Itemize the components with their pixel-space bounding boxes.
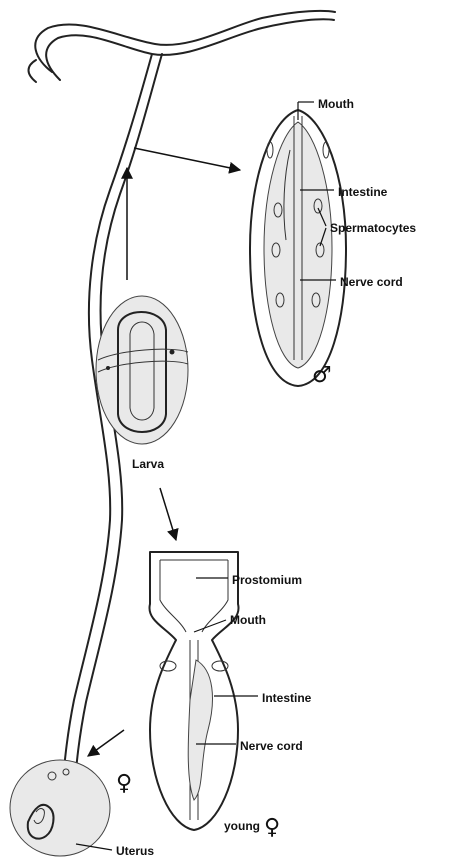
- female-trunk: [10, 760, 110, 856]
- male-intestine-label: Intestine: [338, 185, 388, 199]
- female-symbol: ♀: [116, 771, 132, 796]
- male-symbol: ♂: [312, 363, 332, 388]
- male-nerve-cord-label: Nerve cord: [340, 275, 403, 289]
- spermatocytes-label: Spermatocytes: [330, 221, 416, 235]
- male-mouth-label: Mouth: [318, 97, 354, 111]
- male: [250, 110, 346, 386]
- young-female-label: young: [224, 819, 260, 833]
- uterus-label-group: Uterus: [76, 844, 154, 858]
- female-mouth-label: Mouth: [230, 613, 266, 627]
- female-nerve-cord-label: Nerve cord: [240, 739, 303, 753]
- female-intestine-label: Intestine: [262, 691, 312, 705]
- young-female-symbol: ♀: [264, 815, 280, 840]
- larva: [96, 296, 188, 444]
- young-female-labels: Prostomium Mouth Intestine Nerve cord: [194, 573, 312, 753]
- prostomium-label: Prostomium: [232, 573, 302, 587]
- uterus-label: Uterus: [116, 844, 154, 858]
- young-female: [149, 552, 238, 830]
- larva-label: Larva: [132, 457, 164, 471]
